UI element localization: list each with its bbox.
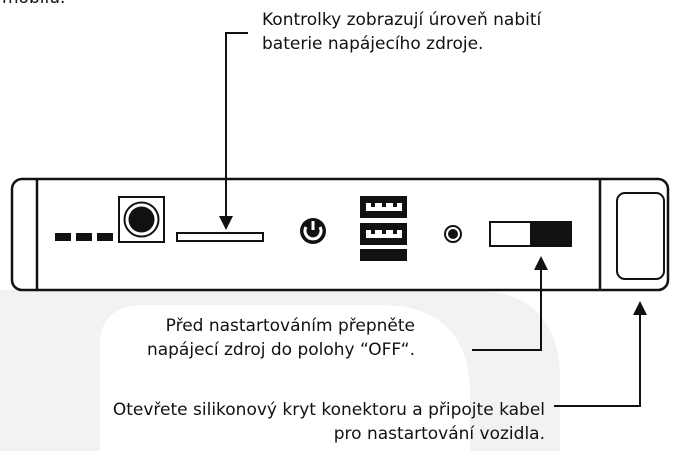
indicator-led-icon: [444, 225, 462, 243]
callout-indicator-arrow: [225, 32, 248, 218]
dc-jack-icon: [118, 196, 165, 243]
indicator-callout-text: Kontrolky zobrazují úroveň nabití bateri…: [262, 8, 541, 56]
arrowhead-connector: [633, 301, 647, 315]
callout-switch-arrow: [472, 268, 542, 351]
connector-callout-line-2: pro nastartování vozidla.: [333, 424, 545, 444]
arrowhead-switch: [534, 256, 548, 270]
indicator-callout-line-2: baterie napájecího zdroje.: [262, 34, 484, 54]
connector-callout-text: Otevřete silikonový kryt konektoru a při…: [113, 398, 545, 446]
indicator-callout-line-1: Kontrolky zobrazují úroveň nabití: [262, 10, 542, 30]
device-housing: [10, 177, 670, 292]
battery-level-dashes: [55, 233, 113, 241]
connector-cover: [616, 192, 665, 280]
arrowhead-indicator: [219, 216, 233, 230]
header-fragment: mobilu.: [2, 0, 65, 10]
usb-port-icon: [360, 196, 407, 261]
power-icon: [300, 218, 326, 244]
switch-callout-line-2: napájecí zdroj do polohy “OFF“.: [146, 340, 415, 360]
switch-callout-text: Před nastartováním přepněte napájecí zdr…: [147, 314, 415, 362]
switch-callout-line-1: Před nastartováním přepněte: [165, 316, 415, 336]
callout-connector-arrow: [554, 313, 641, 407]
indicator-slot: [176, 232, 264, 242]
connector-callout-line-1: Otevřete silikonový kryt konektoru a při…: [112, 400, 545, 420]
toggle-switch-icon: [489, 221, 572, 247]
